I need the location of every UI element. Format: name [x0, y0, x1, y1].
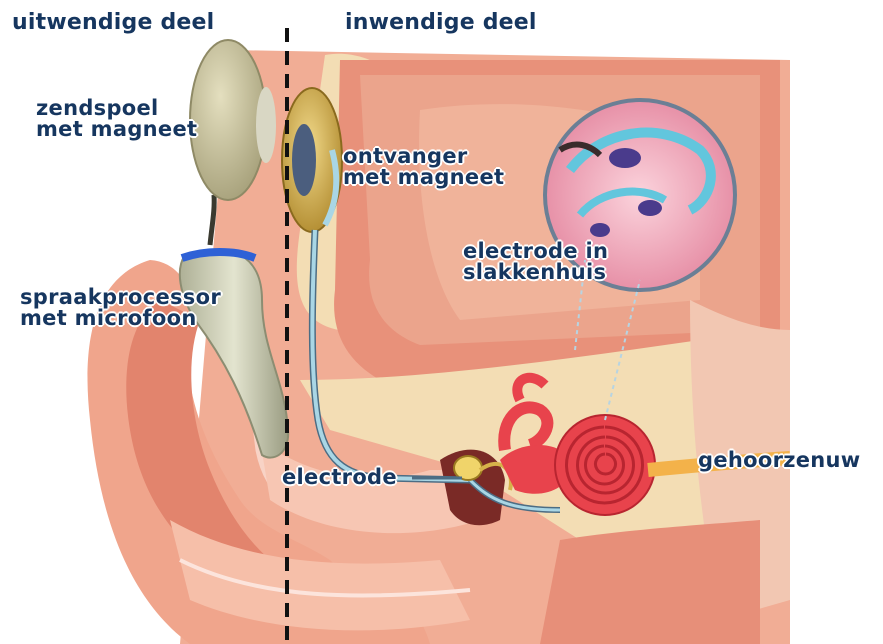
label-receiver-line2: met magneet — [343, 167, 504, 188]
label-receiver: ontvanger met magneet — [343, 146, 504, 188]
header-inner-part: inwendige deel — [345, 12, 537, 34]
label-auditory-nerve: gehoorzenuw — [698, 450, 861, 471]
label-receiver-line1: ontvanger — [343, 146, 504, 167]
label-cochlea-electrode-line2: slakkenhuis — [463, 262, 608, 283]
label-cochlea-electrode: electrode in slakkenhuis — [463, 241, 608, 283]
label-processor-line1: spraakprocessor — [20, 287, 221, 308]
label-processor-line2: met microfoon — [20, 308, 221, 329]
label-speech-processor: spraakprocessor met microfoon — [20, 287, 221, 329]
header-outer-part: uitwendige deel — [12, 12, 214, 34]
label-transmitter-line1: zendspoel — [36, 98, 197, 119]
implant-receiver — [282, 88, 342, 232]
label-transmitter-coil: zendspoel met magneet — [36, 98, 197, 140]
label-cochlea-electrode-line1: electrode in — [463, 241, 608, 262]
label-electrode: electrode — [282, 467, 397, 488]
label-transmitter-line2: met magneet — [36, 119, 197, 140]
